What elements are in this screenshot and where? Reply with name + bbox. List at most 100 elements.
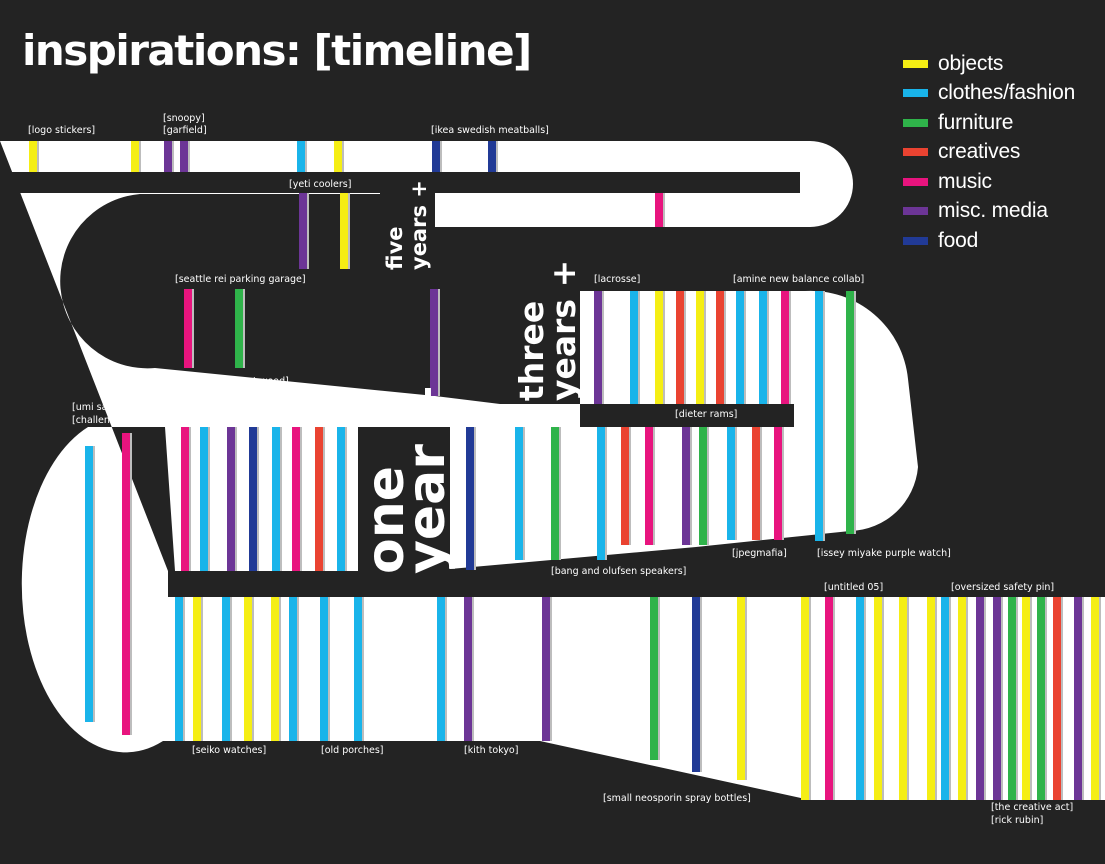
timeline-bar-objects: [874, 597, 882, 800]
timeline-bar-creatives: [1053, 597, 1061, 800]
timeline-bar-music: [181, 427, 189, 571]
timeline-bar-misc-media: [1074, 597, 1082, 800]
legend-item-creatives: creatives: [903, 138, 1075, 168]
annotation-bang-and-olufsen-speakers: [bang and olufsen speakers]: [551, 566, 686, 577]
timeline-bar-clothes-fashion: [630, 291, 638, 404]
timeline-bar-misc-media: [299, 193, 307, 269]
timeline-bar-misc-media: [682, 427, 690, 545]
legend-swatch-food: [903, 236, 928, 245]
timeline-bar-objects: [958, 597, 966, 800]
timeline-bar-clothes-fashion: [759, 291, 767, 404]
timeline-bar-misc-media: [430, 289, 438, 396]
timeline-bar-furniture: [846, 291, 854, 534]
legend-label: food: [938, 228, 979, 252]
legend-item-clothes-fashion: clothes/fashion: [903, 79, 1075, 109]
timeline-bar-clothes-fashion: [337, 427, 345, 571]
annotation-yeti-coolers: [yeti coolers]: [289, 179, 351, 190]
timeline-bar-clothes-fashion: [736, 291, 744, 404]
legend-swatch-music: [903, 177, 928, 186]
timeline-bar-clothes-fashion: [437, 597, 445, 741]
timeline-bar-clothes-fashion: [175, 597, 183, 741]
legend: objects clothes/fashion furniture creati…: [903, 49, 1075, 256]
timeline-bar-misc-media: [976, 597, 984, 800]
timeline-bar-misc-media: [180, 141, 188, 172]
timeline-bar-objects: [655, 291, 663, 404]
timeline-bar-objects: [696, 291, 704, 404]
timeline-bar-clothes-fashion: [222, 597, 230, 741]
legend-label: clothes/fashion: [938, 81, 1076, 105]
legend-label: objects: [938, 51, 1004, 75]
timeline-bar-food: [249, 427, 257, 571]
annotation-rick-rubin: [rick rubin]: [991, 815, 1043, 826]
timeline-bar-furniture: [699, 427, 707, 545]
timeline-bar-misc-media: [164, 141, 172, 172]
timeline-bar-furniture: [1037, 597, 1045, 800]
timeline-bar-music: [774, 427, 782, 540]
annotation-snoopy: [snoopy]: [163, 113, 205, 124]
legend-item-furniture: furniture: [903, 108, 1075, 138]
timeline-bars: [29, 141, 1101, 800]
legend-item-food: food: [903, 226, 1075, 256]
legend-label: misc. media: [938, 199, 1048, 223]
timeline-bar-music: [781, 291, 789, 404]
annotation-dieter-rams: [dieter rams]: [675, 409, 737, 420]
timeline-bar-clothes-fashion: [85, 446, 93, 722]
timeline-bar-creatives: [621, 427, 629, 545]
five-years-label-line2: years +: [407, 180, 431, 270]
timeline-bar-food: [692, 597, 700, 772]
one-year-label-line2: year +: [397, 382, 457, 574]
annotation-garfield: [garfield]: [163, 125, 207, 136]
timeline-bar-music: [655, 193, 663, 227]
timeline-bar-clothes-fashion: [297, 141, 305, 172]
timeline-bar-furniture: [1008, 597, 1016, 800]
annotation-challengers-soundtrack: [challengers soundtrack]: [72, 415, 190, 426]
annotation-lacrosse: [lacrosse]: [594, 274, 640, 285]
annotation-small-neosporin-spray-bottles: [small neosporin spray bottles]: [603, 793, 751, 804]
annotation-kith-tokyo: [kith tokyo]: [464, 745, 518, 756]
timeline-bar-objects: [340, 193, 348, 269]
annotation-ikea-swedish-meatballs: [ikea swedish meatballs]: [431, 125, 549, 136]
legend-swatch-clothes-fashion: [903, 89, 928, 98]
timeline-bar-objects: [1091, 597, 1099, 800]
annotation-issey-miyake-purple-watch: [issey miyake purple watch]: [817, 548, 951, 559]
timeline-bar-clothes-fashion: [272, 427, 280, 571]
legend-swatch-furniture: [903, 118, 928, 127]
annotation-moon-cake-molds: [moon cake molds]: [464, 415, 555, 426]
timeline-bar-furniture: [551, 427, 559, 560]
timeline-bar-objects: [737, 597, 745, 780]
timeline-bar-clothes-fashion: [856, 597, 864, 800]
legend-item-misc-media: misc. media: [903, 197, 1075, 227]
timeline-bar-objects: [29, 141, 37, 172]
timeline-bar-misc-media: [227, 427, 235, 571]
timeline-bar-music: [645, 427, 653, 545]
annotation-logo-stickers: [logo stickers]: [28, 125, 95, 136]
timeline-bar-objects: [193, 597, 201, 741]
annotation-umi-says-by-mos-def: [umi says by mos def]: [72, 402, 178, 413]
timeline-bar-clothes-fashion: [354, 597, 362, 741]
legend-label: music: [938, 169, 992, 193]
timeline-bar-music: [122, 433, 130, 735]
timeline-bar-clothes-fashion: [289, 597, 297, 741]
timeline-bar-misc-media: [594, 291, 602, 404]
annotation-walnut-wood: [walnut wood]: [221, 376, 289, 387]
timeline-bar-food: [488, 141, 496, 172]
timeline-bar-objects: [899, 597, 907, 800]
annotation-old-porches: [old porches]: [321, 745, 384, 756]
three-years-label-line1: three: [512, 301, 551, 401]
timeline-bar-creatives: [716, 291, 724, 404]
timeline-bar-music: [292, 427, 300, 571]
timeline-bar-clothes-fashion: [320, 597, 328, 741]
timeline-bar-creatives: [676, 291, 684, 404]
annotation-untitled-05: [untitled 05]: [824, 582, 883, 593]
annotation-seattle-rei-parking-garage: [seattle rei parking garage]: [175, 274, 306, 285]
period-labels: five years + three years + one year +: [356, 180, 583, 574]
annotation-ti-84-art: [ti-84 art]: [228, 415, 274, 426]
timeline-bar-clothes-fashion: [941, 597, 949, 800]
timeline-bar-clothes-fashion: [727, 427, 735, 540]
annotation-jpegmafia: [jpegmafia]: [732, 548, 787, 559]
legend-swatch-objects: [903, 59, 928, 68]
timeline-bar-clothes-fashion: [200, 427, 208, 571]
timeline-bar-creatives: [315, 427, 323, 571]
annotation-oversized-safety-pin: [oversized safety pin]: [951, 582, 1054, 593]
